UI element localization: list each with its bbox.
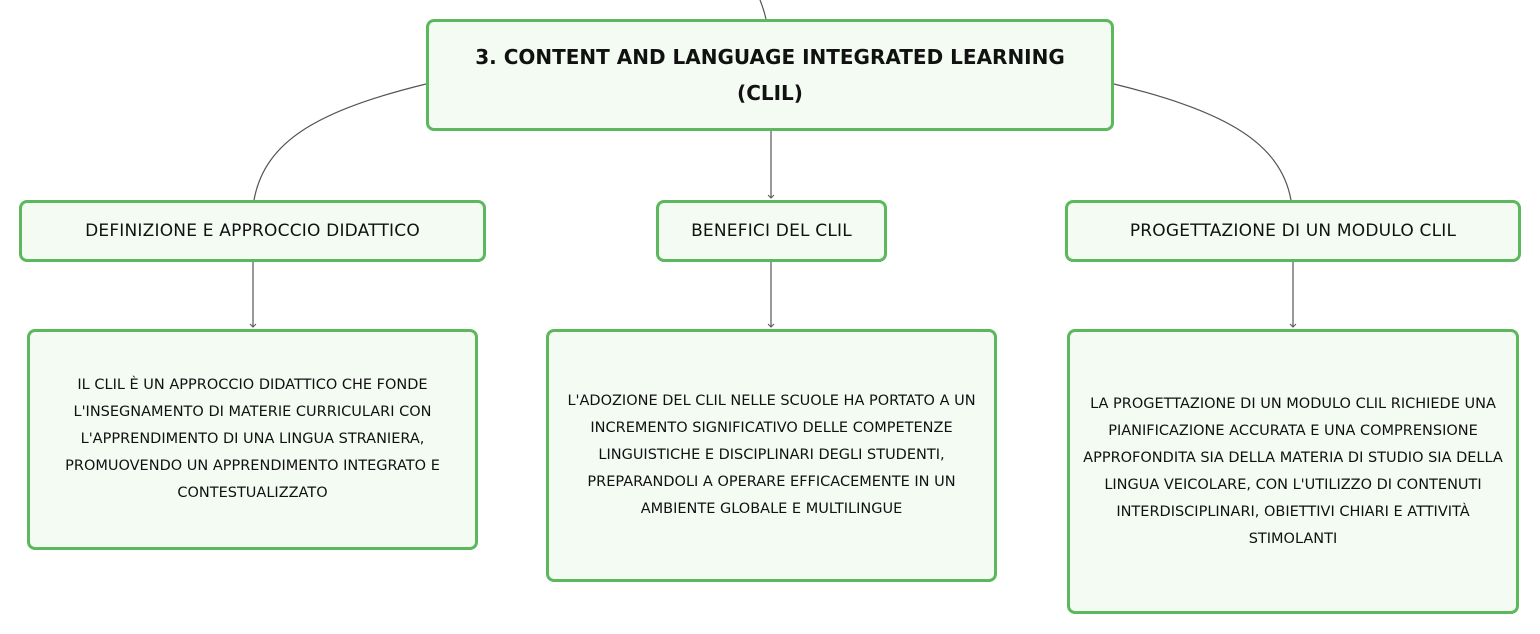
- connector-root-to-definizione: [253, 83, 427, 201]
- connector-parent-to-root: [759, 0, 767, 20]
- detail-benefici-node[interactable]: L'ADOZIONE DEL CLIL NELLE SCUOLE HA PORT…: [546, 329, 997, 582]
- connector-root-to-progettazione: [1113, 83, 1292, 201]
- detail-progettazione-node[interactable]: LA PROGETTAZIONE DI UN MODULO CLIL RICHI…: [1067, 329, 1519, 614]
- subtopic-progettazione-label: PROGETTAZIONE DI UN MODULO CLIL: [1129, 221, 1457, 241]
- detail-definizione-text: IL CLIL È UN APPROCCIO DIDATTICO CHE FON…: [65, 377, 440, 501]
- subtopic-definizione-node[interactable]: DEFINIZIONE E APPROCCIO DIDATTICO: [19, 200, 486, 262]
- detail-definizione-node[interactable]: IL CLIL È UN APPROCCIO DIDATTICO CHE FON…: [27, 329, 478, 550]
- subtopic-benefici-node[interactable]: BENEFICI DEL CLIL: [656, 200, 887, 262]
- subtopic-progettazione-node[interactable]: PROGETTAZIONE DI UN MODULO CLIL: [1065, 200, 1521, 262]
- subtopic-definizione-label: DEFINIZIONE E APPROCCIO DIDATTICO: [85, 221, 420, 241]
- subtopic-benefici-label: BENEFICI DEL CLIL: [691, 221, 852, 241]
- root-topic-title: 3. CONTENT AND LANGUAGE INTEGRATED LEARN…: [475, 45, 1065, 105]
- root-topic-node[interactable]: 3. CONTENT AND LANGUAGE INTEGRATED LEARN…: [426, 19, 1114, 131]
- detail-progettazione-text: LA PROGETTAZIONE DI UN MODULO CLIL RICHI…: [1083, 395, 1503, 547]
- detail-benefici-text: L'ADOZIONE DEL CLIL NELLE SCUOLE HA PORT…: [567, 393, 976, 517]
